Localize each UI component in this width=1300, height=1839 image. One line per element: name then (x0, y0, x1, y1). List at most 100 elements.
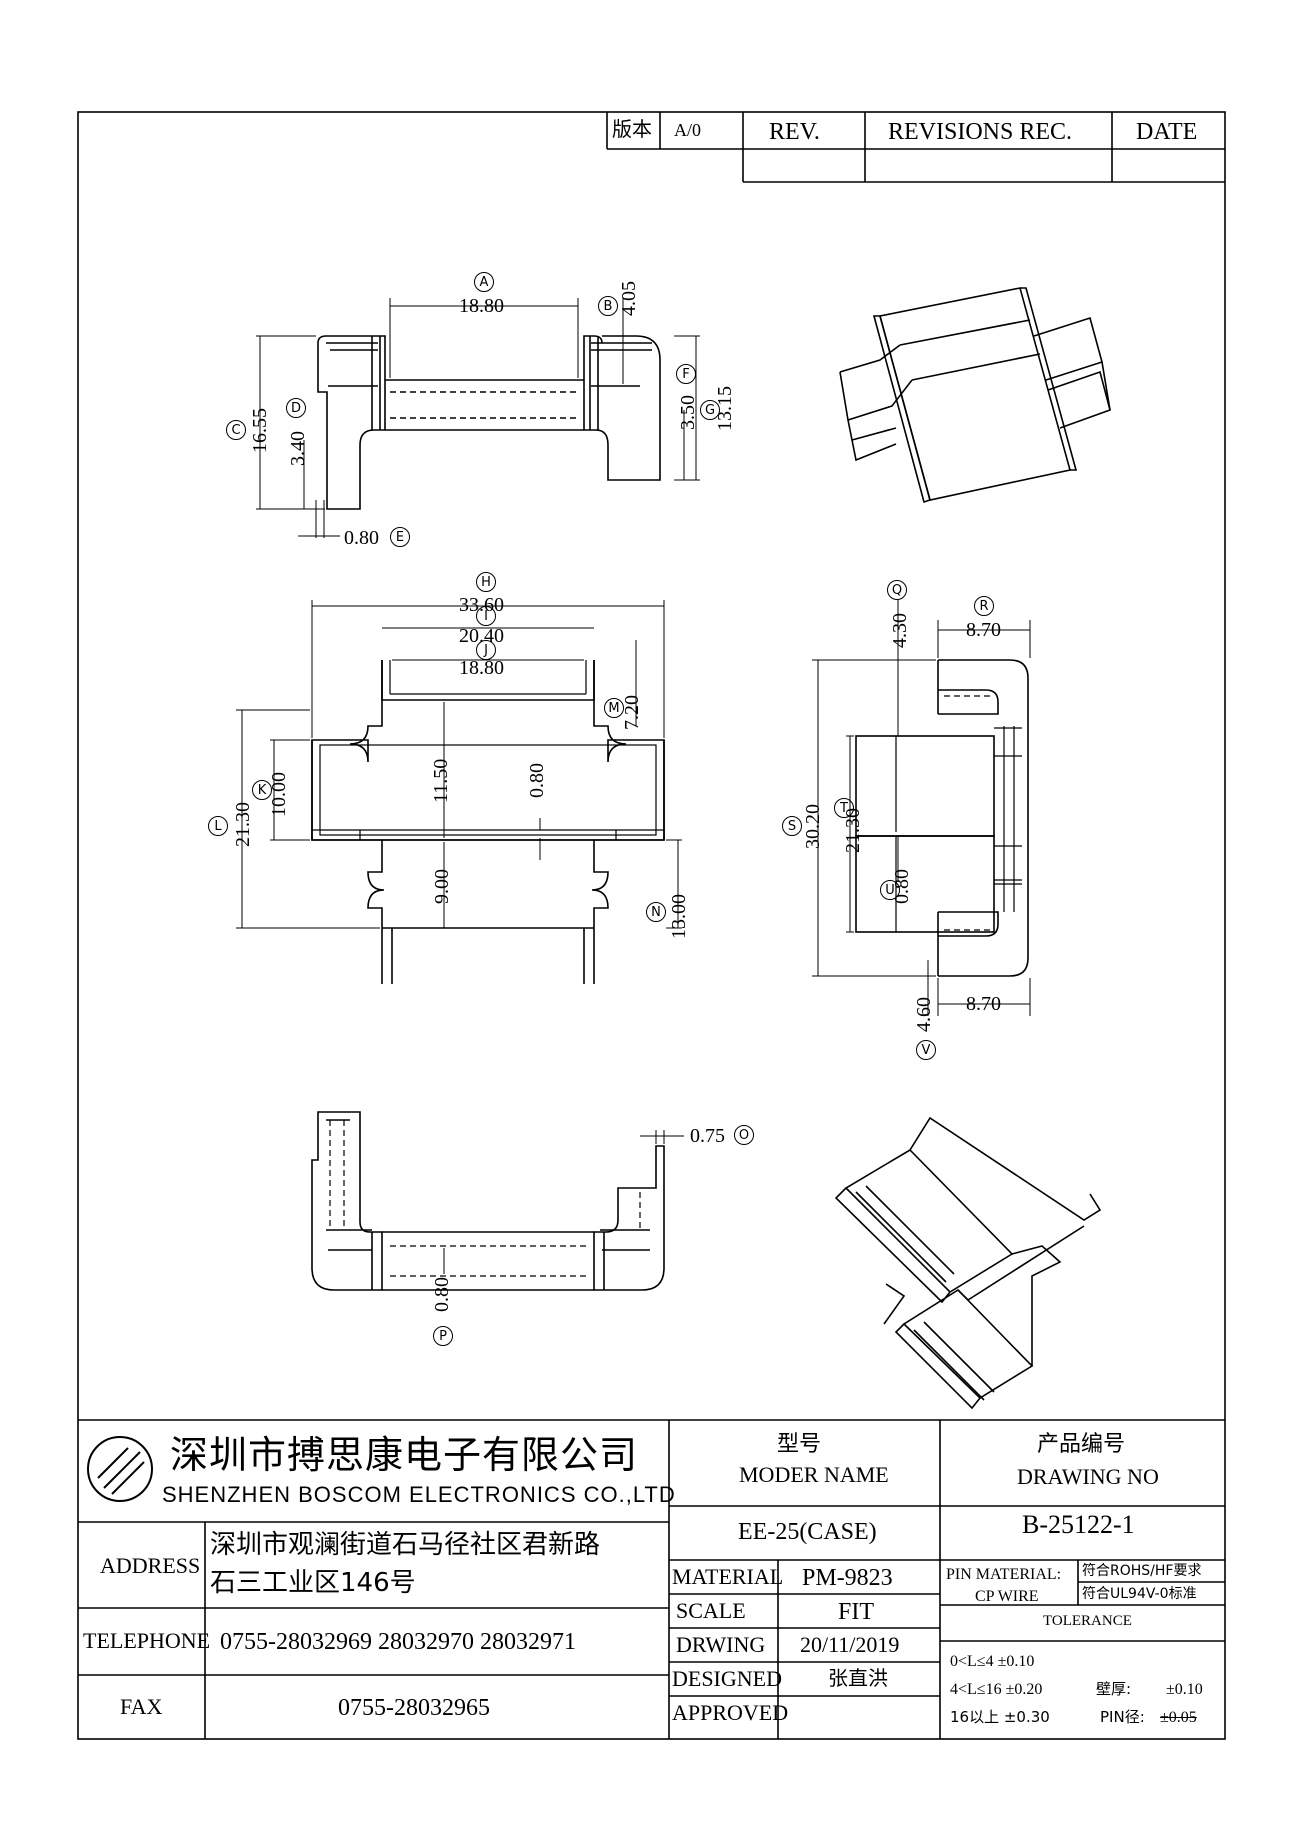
dim-o-balloon: O (734, 1125, 754, 1145)
dim-v-balloon: V (916, 1040, 936, 1060)
dim-b-balloon: B (598, 296, 618, 316)
version-value: A/0 (674, 120, 701, 140)
dim-a-value: 18.80 (459, 295, 504, 317)
scale-label: SCALE (676, 1598, 746, 1623)
sheet-border (77, 111, 1226, 1740)
dim-n-balloon: N (646, 902, 666, 922)
rev-header: REV. (769, 119, 820, 145)
fax-value: 0755-28032965 (338, 1695, 490, 1721)
title-block-lines (78, 1419, 1225, 1739)
material-value: PM-9823 (802, 1565, 893, 1591)
dim-q-balloon: Q (887, 580, 907, 600)
dim-p-value: 0.80 (431, 1277, 453, 1312)
dim-p-balloon: P (433, 1326, 453, 1346)
dim-0-80-value: 0.80 (526, 763, 548, 798)
dim-r-balloon: R (974, 596, 994, 616)
dim-m-balloon: M (604, 698, 624, 718)
dim-n-value: 13.00 (668, 894, 690, 939)
dim-d-balloon: D (286, 398, 306, 418)
company-name-en: SHENZHEN BOSCOM ELECTRONICS CO.,LTD (162, 1482, 676, 1507)
designed-value: 张直洪 (828, 1666, 888, 1690)
dim-side-bottom-value: 8.70 (966, 993, 1001, 1015)
top-view (256, 298, 700, 538)
isometric-view-bottom (834, 1116, 1102, 1410)
material-label: MATERIAL (672, 1564, 784, 1589)
dim-m-value: 7.20 (621, 695, 643, 730)
dim-r-value: 8.70 (966, 619, 1001, 641)
dim-u-balloon: U (880, 880, 900, 900)
telephone-label: TELEPHONE (83, 1628, 211, 1653)
rohs-note: 符合ROHS/HF要求 (1082, 1563, 1202, 1579)
front-view (236, 600, 682, 984)
dim-g-value: 13.15 (714, 386, 736, 431)
tolerance-label: TOLERANCE (1043, 1613, 1132, 1629)
model-label-cn: 型号 (777, 1432, 822, 1457)
dim-c-value: 16.55 (249, 408, 271, 453)
revision-table-lines (606, 112, 1225, 183)
scale-value: FIT (838, 1599, 874, 1625)
drawing-date-value: 20/11/2019 (800, 1632, 900, 1657)
fax-label: FAX (120, 1694, 163, 1719)
approved-label: APPROVED (672, 1700, 789, 1725)
address-line2: 石三工业区146号 (210, 1568, 416, 1598)
dim-f-balloon: F (676, 364, 696, 384)
dim-d-value: 3.40 (287, 431, 309, 466)
dim-a-balloon: A (474, 272, 494, 292)
pin-diameter-value: ±0.05 (1160, 1709, 1197, 1726)
dim-9-00-value: 9.00 (431, 869, 453, 904)
dim-v-value: 4.60 (913, 997, 935, 1032)
pin-diameter-label: PIN径: (1100, 1708, 1145, 1726)
dim-c-balloon: C (226, 420, 246, 440)
version-label: 版本 (612, 117, 652, 141)
dim-e-value: 0.80 (344, 527, 379, 549)
address-label: ADDRESS (100, 1553, 201, 1578)
dim-k-balloon: K (252, 780, 272, 800)
wall-thickness-value: ±0.10 (1166, 1681, 1203, 1698)
dim-e-balloon: E (390, 527, 410, 547)
dim-t-balloon: T (834, 798, 854, 818)
dim-q-value: 4.30 (889, 613, 911, 648)
dim-s-balloon: S (782, 816, 802, 836)
company-name-cn: 深圳市搏思康电子有限公司 (170, 1433, 639, 1477)
tolerance-line-3: 16以上 ±0.30 (950, 1708, 1050, 1726)
drawing-no-value: B-25122-1 (1022, 1510, 1135, 1539)
side-view (812, 600, 1031, 1016)
drawing-no-label-cn: 产品编号 (1037, 1432, 1126, 1457)
isometric-view-top (839, 287, 1111, 504)
dim-i-value: 20.40 (459, 625, 504, 647)
designed-label: DESIGNED (672, 1666, 782, 1691)
dim-j-balloon: J (476, 640, 496, 660)
tolerance-line-2: 4<L≤16 ±0.20 (950, 1681, 1043, 1698)
date-header: DATE (1136, 119, 1198, 145)
dim-l-value: 21.30 (232, 802, 254, 847)
pin-material-value: CP WIRE (975, 1588, 1039, 1605)
dim-o-value: 0.75 (690, 1125, 725, 1147)
dim-i-balloon: I (476, 606, 496, 626)
pin-material-label: PIN MATERIAL: (946, 1566, 1062, 1583)
dim-l-balloon: L (208, 816, 228, 836)
dim-h-balloon: H (476, 572, 496, 592)
dim-t-value: 21.30 (842, 808, 864, 853)
telephone-value: 0755-28032969 28032970 28032971 (220, 1629, 576, 1655)
dim-u-value: 0.80 (891, 869, 913, 904)
wall-thickness-label: 壁厚: (1096, 1680, 1132, 1698)
dim-k-value: 10.00 (268, 772, 290, 817)
drawing-no-label-en: DRAWING NO (1017, 1464, 1159, 1489)
bottom-view (311, 1111, 684, 1291)
dim-g-balloon: G (700, 400, 720, 420)
ul-note: 符合UL94V-0标准 (1082, 1586, 1197, 1602)
model-label-en: MODER NAME (739, 1462, 889, 1487)
dim-f-value: 3.50 (677, 395, 699, 430)
dim-s-value: 30.20 (802, 804, 824, 849)
model-value: EE-25(CASE) (738, 1519, 877, 1545)
dim-b-value: 4.05 (618, 281, 640, 316)
company-logo (87, 1436, 153, 1502)
revisions-header: REVISIONS REC. (888, 119, 1073, 145)
tolerance-line-1: 0<L≤4 ±0.10 (950, 1653, 1035, 1670)
dim-11-50-value: 11.50 (430, 758, 452, 803)
drawing-date-label: DRWING (676, 1632, 766, 1657)
address-line1: 深圳市观澜街道石马径社区君新路 (210, 1530, 601, 1560)
dim-j-value: 18.80 (459, 657, 504, 679)
